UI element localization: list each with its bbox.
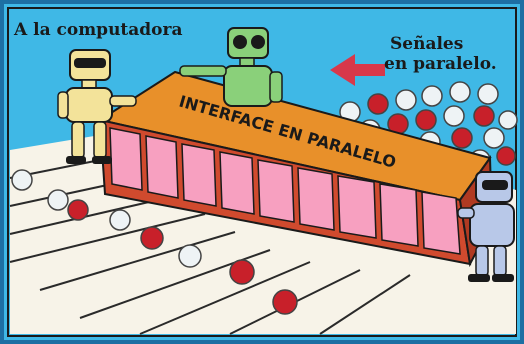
bit-red (272, 289, 298, 315)
bit-red (140, 226, 164, 250)
bit-red (67, 199, 89, 221)
image-border (7, 7, 517, 337)
bit-white (178, 244, 202, 268)
caption-parallel-signals: Señales en paralelo. (384, 34, 510, 74)
bit-red (229, 259, 255, 285)
bit-white (11, 169, 33, 191)
caption-signals-line1: Señales (390, 34, 464, 54)
left-arrow-icon (330, 54, 385, 86)
interface-cells (109, 127, 461, 255)
bit-white (109, 209, 131, 231)
robot-icon (457, 171, 515, 282)
bit-white (47, 189, 69, 211)
caption-to-computer: A la computadora (14, 20, 183, 40)
caption-signals-line2: en paralelo. (384, 54, 497, 74)
bits-left (11, 169, 298, 315)
robot-icon (57, 49, 137, 164)
robot-icon (179, 27, 283, 107)
